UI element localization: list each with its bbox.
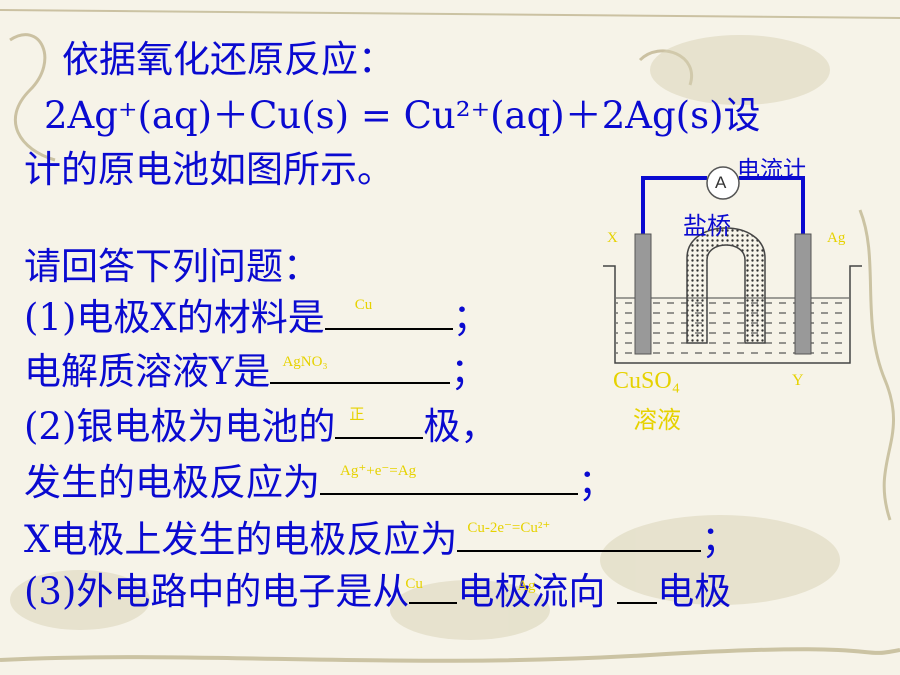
ammeter-icon	[706, 166, 740, 200]
q2-prefix: (2)银电极为电池的	[24, 405, 336, 448]
q3-blank-1[interactable]: Cu	[405, 572, 458, 604]
question-1b: 电解质溶液Y是 AgNO₃ ；	[24, 350, 487, 394]
q3-blank-2[interactable]: Ag	[517, 572, 658, 604]
solution-y-label: Y	[792, 372, 804, 389]
q3-part2: 电极流向	[457, 570, 606, 613]
q3-part3: 电极	[657, 570, 732, 613]
intro-line-1: 依据氧化还原反应：	[62, 38, 395, 81]
questions-heading: 请回答下列问题：	[24, 245, 320, 288]
ammeter-label: 电流计	[737, 157, 806, 183]
galvanic-cell-diagram: 电流计 A 盐桥 X Ag CuSO₄ 溶液 Y	[595, 148, 865, 448]
electrode-ag-label: Ag	[827, 230, 846, 246]
solution-cuso4-label: CuSO₄	[613, 368, 681, 394]
q1-answer: Cu	[354, 297, 373, 313]
question-2c: X电极上发生的电极反应为 Cu-2e⁻=Cu²⁺ ；	[24, 518, 738, 562]
intro-line-3: 计的原电池如图所示。	[24, 148, 394, 191]
q1-prefix: (1)电极X的材料是	[24, 296, 325, 339]
wire-left	[641, 176, 707, 236]
q2b-answer: Ag⁺+e⁻=Ag	[340, 463, 417, 479]
solution-cuso4-name: 溶液	[633, 406, 681, 434]
salt-bridge-label: 盐桥	[683, 212, 731, 240]
q2c-suffix: ；	[701, 518, 739, 561]
question-2: (2)银电极为电池的正 极，	[24, 405, 497, 449]
q2c-answer: Cu-2e⁻=Cu²⁺	[467, 520, 551, 536]
electrode-x	[634, 233, 652, 355]
q1b-suffix: ；	[450, 350, 488, 393]
electrode-x-label: X	[607, 230, 618, 246]
q2b-prefix: 发生的电极反应为	[24, 461, 320, 504]
q2c-prefix: X电极上发生的电极反应为	[24, 518, 458, 561]
question-1: (1)电极X的材料是 Cu ；	[24, 296, 490, 340]
q3-part1: (3)外电路中的电子是从	[24, 570, 410, 613]
q2-suffix: 极，	[423, 405, 498, 448]
q2b-blank[interactable]: Ag⁺+e⁻=Ag	[320, 463, 578, 495]
q1-suffix: ；	[452, 296, 490, 339]
q1b-blank[interactable]: AgNO₃	[270, 352, 451, 384]
q1b-answer: AgNO₃	[282, 354, 328, 370]
q2-answer: 正	[349, 407, 365, 423]
question-2b: 发生的电极反应为 Ag⁺+e⁻=Ag ；	[24, 461, 615, 505]
beaker	[603, 265, 862, 364]
salt-bridge	[686, 227, 766, 344]
intro-line-2: 2Ag⁺(aq)＋Cu(s) = Cu²⁺(aq)＋2Ag(s)设	[44, 94, 761, 137]
ammeter-symbol: A	[715, 173, 727, 192]
q1-blank[interactable]: Cu	[324, 297, 453, 330]
q2c-blank[interactable]: Cu-2e⁻=Cu²⁺	[457, 520, 702, 552]
electrode-ag	[794, 233, 812, 355]
q2-blank[interactable]: 正	[335, 407, 424, 439]
q2b-suffix: ；	[578, 461, 615, 504]
q3-answer-1: Cu	[405, 576, 423, 592]
q1b-prefix: 电解质溶液Y是	[24, 350, 271, 393]
q3-answer-2: Ag	[517, 578, 536, 594]
cell-drawing	[603, 166, 862, 364]
wire-right	[739, 176, 805, 236]
